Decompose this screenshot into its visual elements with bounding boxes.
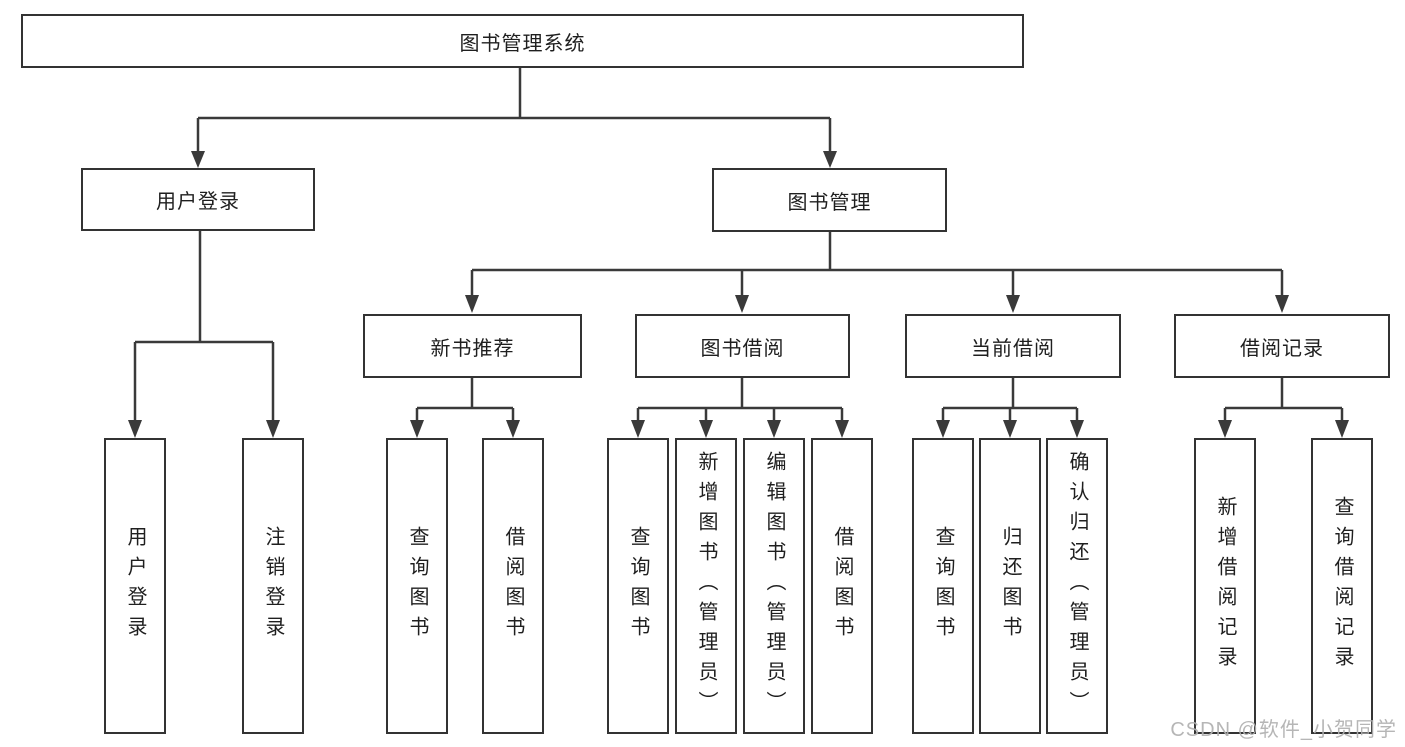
leaf-borrow-book: 借阅图书 <box>811 438 873 734</box>
node-book-borrowing: 图书借阅 <box>635 314 850 378</box>
leaf-edit-book-admin-label: 编辑图书（管理员） <box>763 451 785 721</box>
leaf-borrow-book-recommend: 借阅图书 <box>482 438 544 734</box>
leaf-logout: 注销登录 <box>242 438 304 734</box>
node-current-borrowing-label: 当前借阅 <box>971 337 1055 360</box>
node-book-borrowing-label: 图书借阅 <box>700 337 785 360</box>
leaf-add-borrow-record: 新增借阅记录 <box>1194 438 1256 734</box>
csdn-watermark: CSDN @软件_小贺同学 <box>1170 719 1397 741</box>
node-user-login-label: 用户登录 <box>156 191 240 213</box>
leaf-borrow-book-recommend-label: 借阅图书 <box>502 526 524 646</box>
leaf-logout-label: 注销登录 <box>262 526 284 646</box>
node-new-book-recommend-label: 新书推荐 <box>430 337 515 360</box>
leaf-confirm-return-admin-label: 确认归还（管理员） <box>1066 451 1088 721</box>
node-book-management: 图书管理 <box>712 168 947 232</box>
leaf-query-current-borrow-label: 查询图书 <box>932 526 954 646</box>
node-library-system-label: 图书管理系统 <box>459 32 586 55</box>
node-library-system: 图书管理系统 <box>21 14 1024 68</box>
leaf-user-login: 用户登录 <box>104 438 166 734</box>
leaf-borrow-book-label: 借阅图书 <box>831 526 853 646</box>
leaf-add-book-admin-label: 新增图书（管理员） <box>695 451 717 721</box>
leaf-query-book-recommend: 查询图书 <box>386 438 448 734</box>
node-borrowing-records-label: 借阅记录 <box>1240 337 1324 360</box>
leaf-add-borrow-record-label: 新增借阅记录 <box>1214 496 1236 676</box>
leaf-query-book-recommend-label: 查询图书 <box>406 526 428 646</box>
leaf-query-book-borrow-label: 查询图书 <box>627 526 649 646</box>
leaf-return-book-label: 归还图书 <box>999 526 1021 646</box>
node-current-borrowing: 当前借阅 <box>905 314 1121 378</box>
node-new-book-recommend: 新书推荐 <box>363 314 582 378</box>
node-borrowing-records: 借阅记录 <box>1174 314 1390 378</box>
leaf-query-book-borrow: 查询图书 <box>607 438 669 734</box>
leaf-query-borrow-record: 查询借阅记录 <box>1311 438 1373 734</box>
leaf-query-borrow-record-label: 查询借阅记录 <box>1331 496 1353 676</box>
node-book-management-label: 图书管理 <box>787 191 872 214</box>
leaf-query-current-borrow: 查询图书 <box>912 438 974 734</box>
leaf-add-book-admin: 新增图书（管理员） <box>675 438 737 734</box>
leaf-confirm-return-admin: 确认归还（管理员） <box>1046 438 1108 734</box>
leaf-user-login-label: 用户登录 <box>124 526 146 646</box>
node-user-login: 用户登录 <box>81 168 315 231</box>
leaf-edit-book-admin: 编辑图书（管理员） <box>743 438 805 734</box>
leaf-return-book: 归还图书 <box>979 438 1041 734</box>
